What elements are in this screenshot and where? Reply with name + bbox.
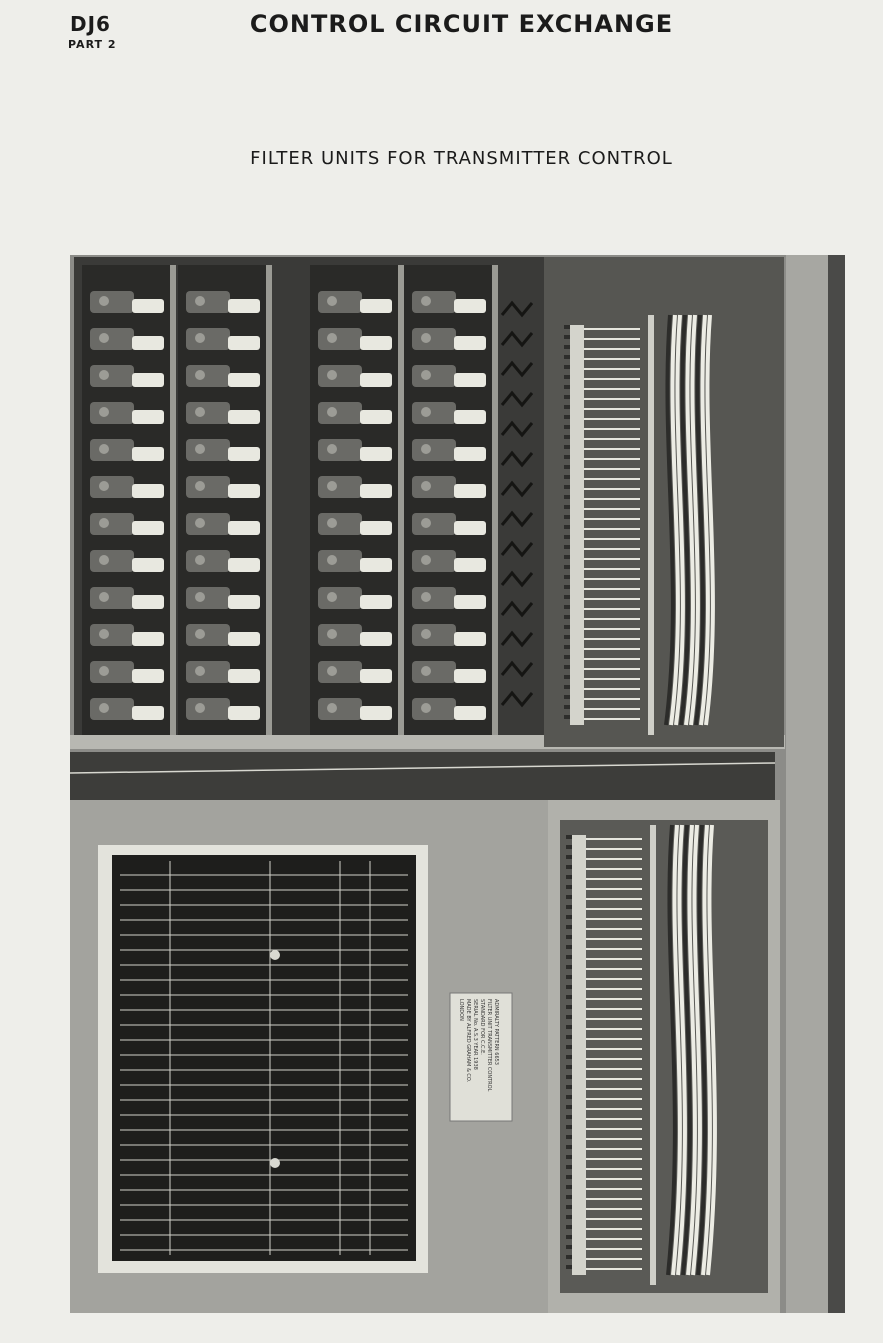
nameplate (449, 992, 513, 1122)
nameplate-line: STANDARD FOR C.C.E. (479, 999, 485, 1055)
doc-code: DJ6 (70, 12, 111, 36)
figure-caption: FILTER UNITS FOR TRANSMITTER CONTROL (250, 148, 673, 169)
nameplate-line: SERIAL No. A.S.3 YEAR 1938 (472, 999, 478, 1070)
frame-right-edge (786, 255, 831, 1313)
nameplate-line: ADMIRALTY PATTERN 6653 (493, 999, 499, 1065)
middle-rail (70, 752, 775, 800)
nameplate-line: LONDON (458, 999, 464, 1021)
nameplate-line: FILTER UNIT TRANSMITTER CONTROL (486, 999, 492, 1092)
doc-part-label: PART 2 (68, 38, 117, 51)
page-title: CONTROL CIRCUIT EXCHANGE (249, 10, 674, 38)
nameplate-line: MADE BY ALFRED GRAHAM & CO. (465, 999, 471, 1083)
